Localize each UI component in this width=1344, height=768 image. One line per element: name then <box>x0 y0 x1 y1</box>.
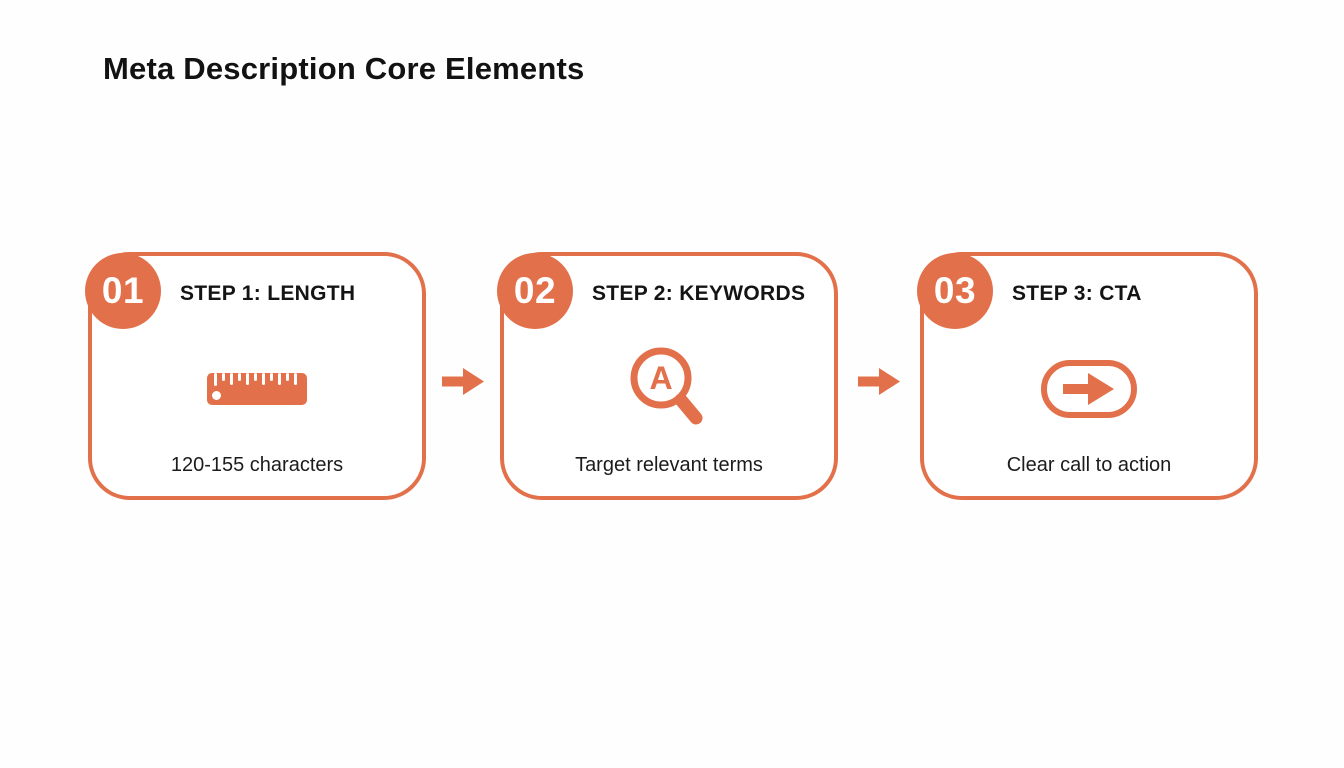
step-title: STEP 1: LENGTH <box>180 282 356 305</box>
step-caption: Clear call to action <box>1006 454 1172 476</box>
magnifier-letter: A <box>649 360 672 396</box>
flow-arrow-icon <box>442 366 484 397</box>
page-title: Meta Description Core Elements <box>103 51 585 86</box>
magnifier-letter-icon: A <box>504 334 834 444</box>
step-caption: Target relevant terms <box>575 454 763 476</box>
step-caption: 120-155 characters <box>170 454 344 476</box>
flow-arrow-icon <box>858 366 900 397</box>
step-card-keywords: 02 STEP 2: KEYWORDS A Target relevant te… <box>497 252 838 500</box>
arrow-pill-icon <box>924 334 1254 444</box>
step-title: STEP 2: KEYWORDS <box>592 282 806 305</box>
step-card-length: 01 STEP 1: LENGTH 120-155 characters <box>85 252 426 500</box>
step-card-cta: 03 STEP 3: CTA Clear call to action <box>917 252 1258 500</box>
step-number-badge: 01 <box>85 253 161 329</box>
ruler-icon <box>92 334 422 444</box>
step-number-badge: 03 <box>917 253 993 329</box>
step-number-badge: 02 <box>497 253 573 329</box>
step-title: STEP 3: CTA <box>1012 282 1142 305</box>
